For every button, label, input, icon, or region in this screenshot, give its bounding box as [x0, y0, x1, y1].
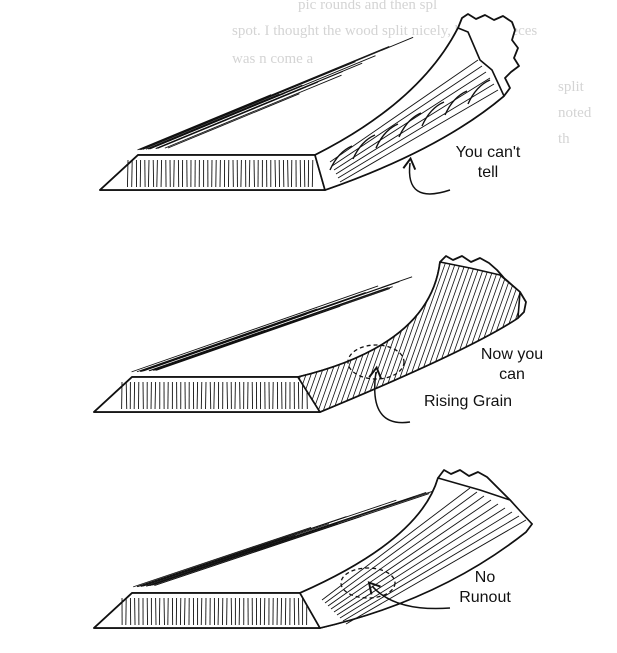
label-you-cant-tell-line-1: You can't	[440, 143, 536, 163]
label-rising-grain: Rising Grain	[408, 392, 528, 412]
label-you-cant-tell: You can't tell	[440, 143, 536, 183]
label-now-you-can: Now you can	[466, 345, 558, 385]
label-no-runout: No Runout	[445, 568, 525, 608]
board-bottom-end-grain	[94, 593, 320, 628]
label-no-runout-line-1: No	[445, 568, 525, 588]
board-middle	[94, 250, 615, 423]
label-now-you-can-line-1: Now you	[466, 345, 558, 365]
board-middle-end-grain	[94, 377, 320, 412]
label-no-runout-line-2: Runout	[445, 588, 525, 608]
label-now-you-can-line-2: can	[466, 365, 558, 385]
label-you-cant-tell-line-2: tell	[440, 163, 536, 183]
board-top-end-grain	[100, 155, 325, 190]
